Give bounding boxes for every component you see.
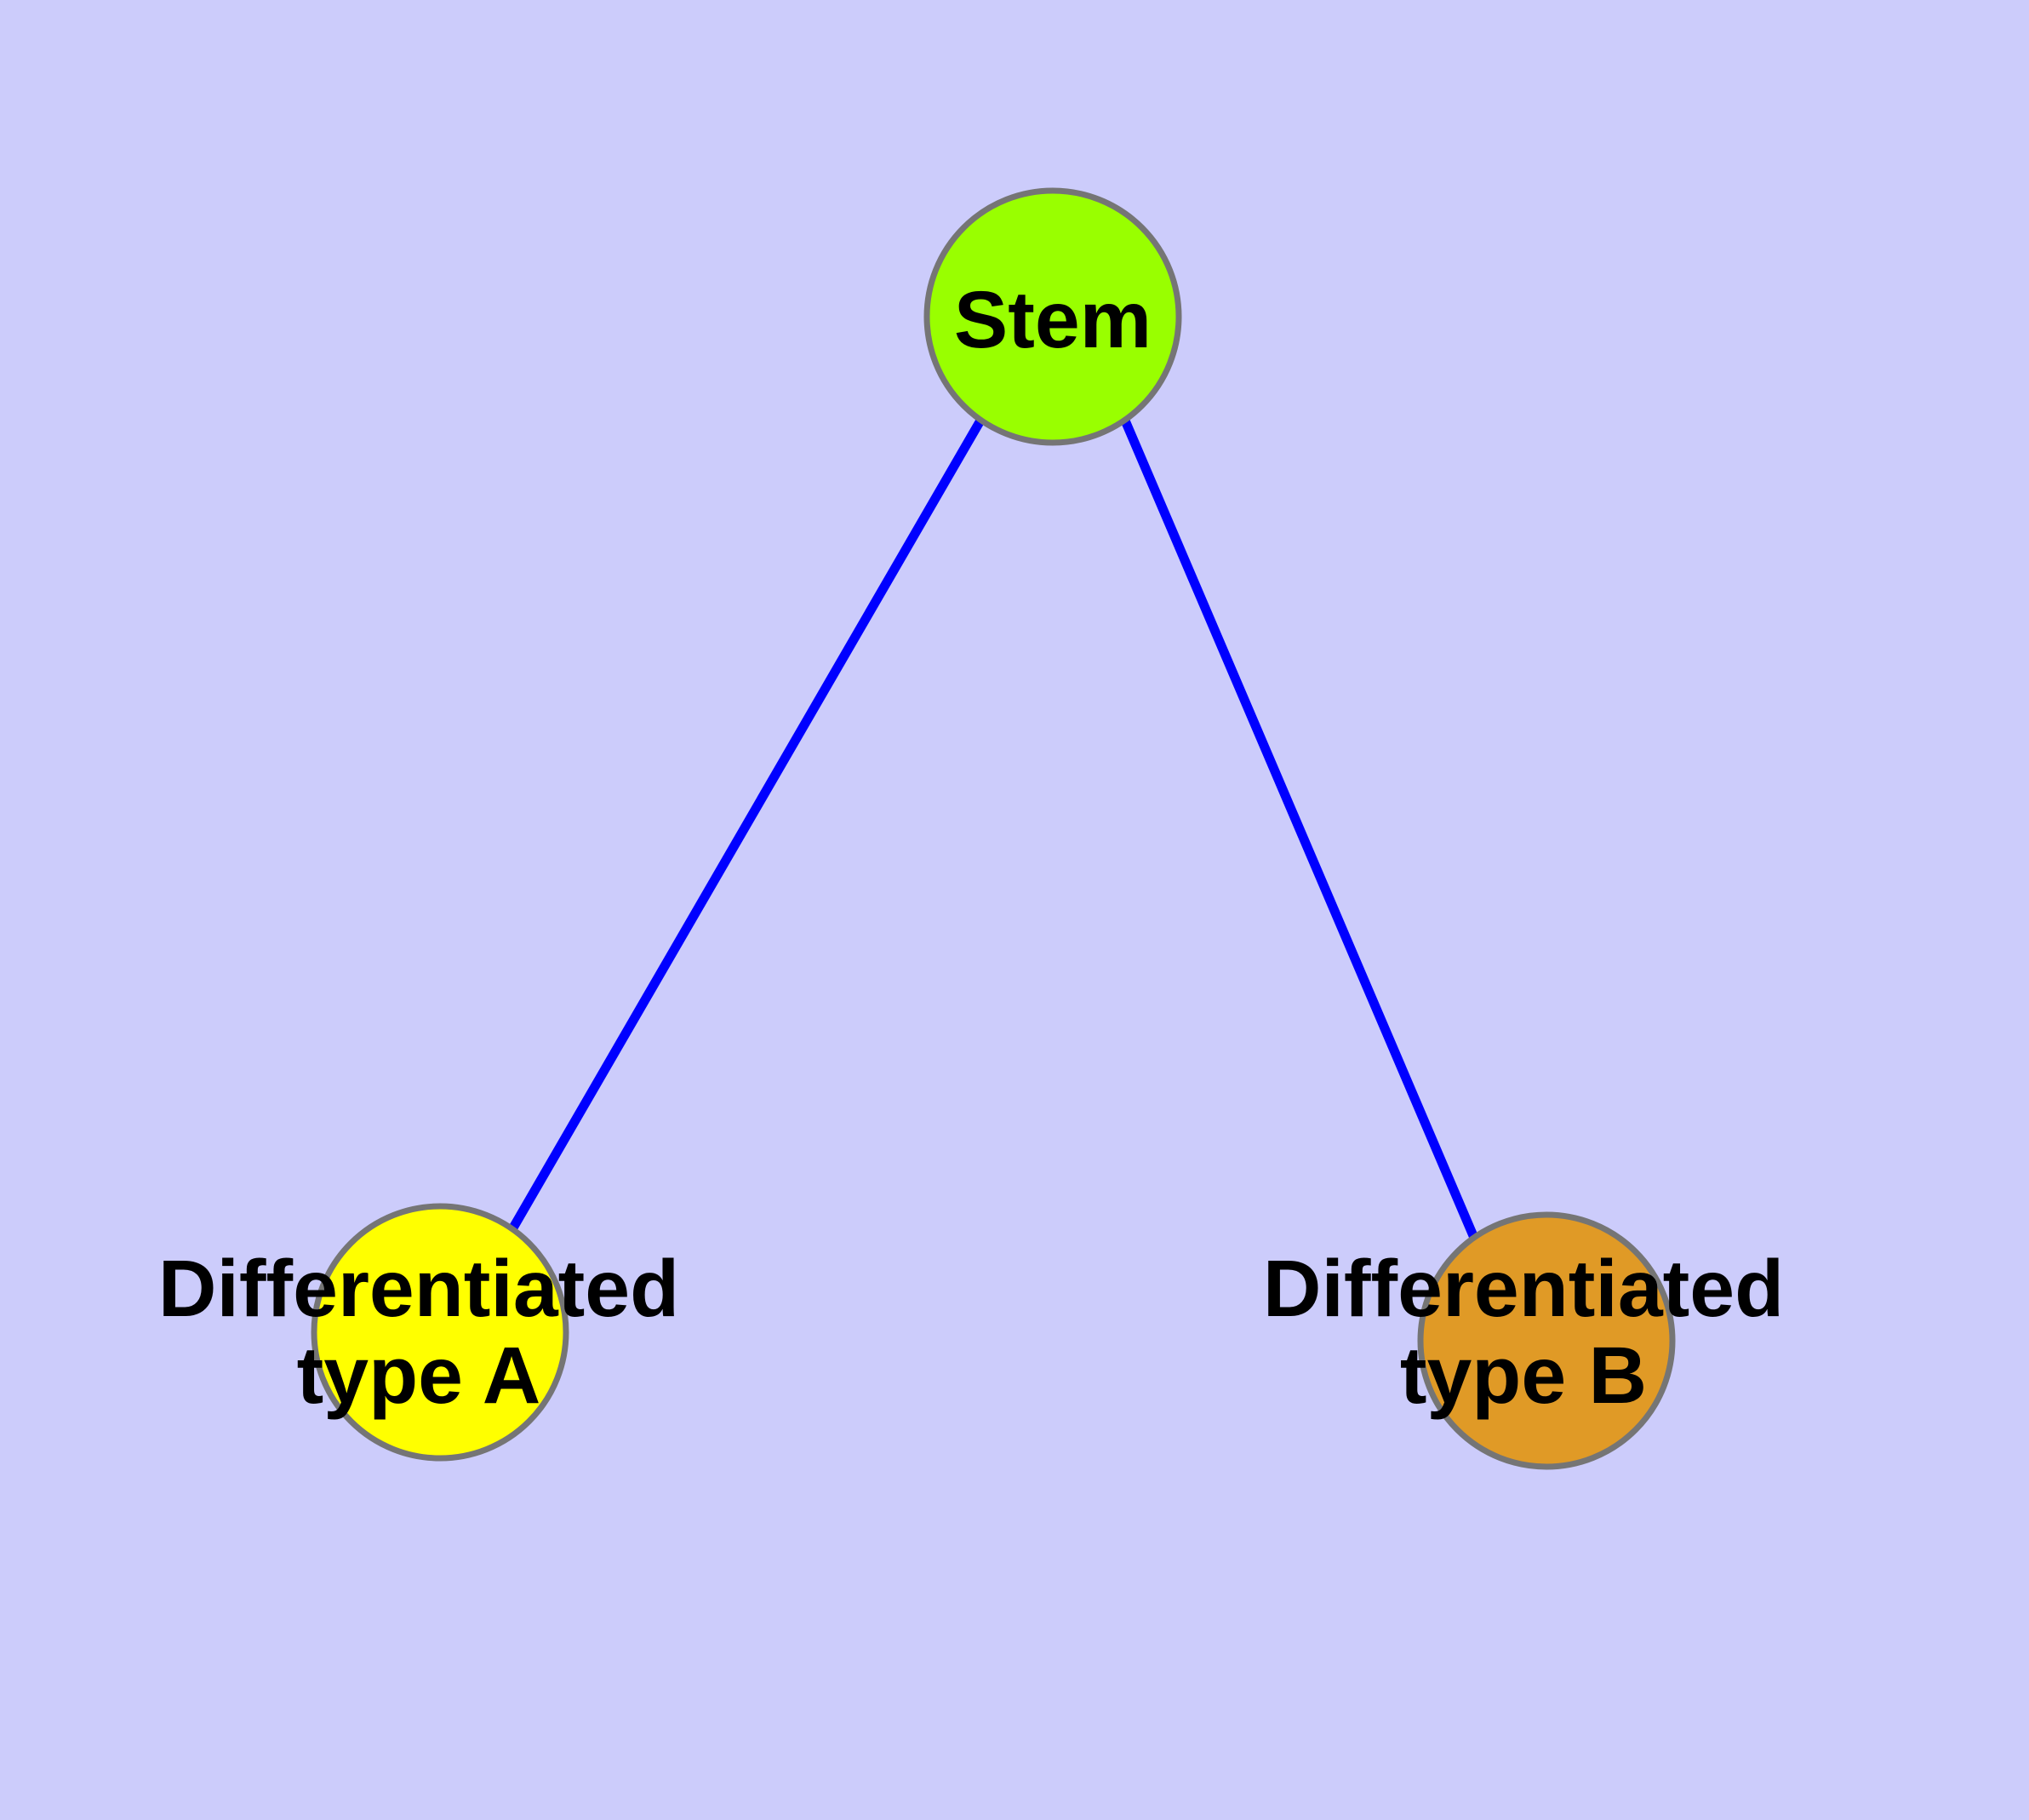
node-label-line: type B	[1400, 1331, 1647, 1421]
edges-layer	[508, 418, 1479, 1240]
node-circle-diff-a[interactable]	[311, 1203, 569, 1462]
node-label-line: type A	[297, 1331, 541, 1421]
node-label-line: Stem	[954, 275, 1152, 365]
node-label-line: Differentiated	[158, 1244, 679, 1334]
edge-stem-to-a[interactable]	[508, 418, 985, 1232]
node-circle-diff-b[interactable]	[1417, 1211, 1676, 1470]
node-circle-stem[interactable]	[923, 187, 1182, 446]
nodes-layer	[311, 187, 1676, 1470]
edge-stem-to-b[interactable]	[1120, 418, 1479, 1240]
node-label-line: Differentiated	[1263, 1244, 1784, 1334]
node-label-stem: Stem	[954, 275, 1152, 365]
